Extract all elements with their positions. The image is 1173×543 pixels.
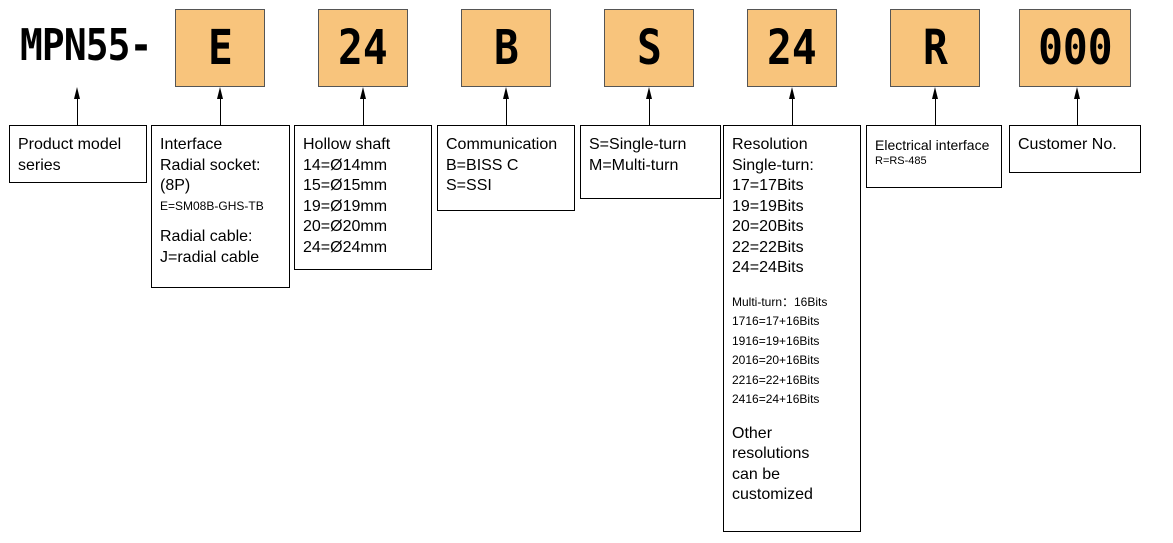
resolution-single-option: 22=22Bits bbox=[732, 238, 804, 256]
interface-radial-socket: Radial socket: bbox=[160, 156, 261, 174]
electrical-title: Electrical interface bbox=[875, 137, 990, 153]
hollow-shaft-option: 15=Ø15mm bbox=[303, 177, 388, 194]
box-electrical-interface: Electrical interface R=RS-485 bbox=[866, 125, 1002, 188]
code-resolution: 24 bbox=[747, 9, 837, 87]
code-hollow-shaft: 24 bbox=[318, 9, 408, 87]
arrow-product bbox=[72, 87, 82, 125]
resolution-single-option: 20=20Bits bbox=[732, 218, 804, 235]
code-communication: B bbox=[461, 9, 551, 87]
resolution-single-option: 24=24Bits bbox=[732, 259, 804, 276]
resolution-other-line: resolutions bbox=[732, 445, 810, 462]
resolution-multi-turn-label: Multi-turn：16Bits bbox=[732, 294, 828, 309]
resolution-other-line: customized bbox=[732, 486, 813, 503]
resolution-other-line: can be bbox=[732, 465, 781, 483]
code-electrical: R bbox=[890, 9, 980, 87]
product-line-1: Product model bbox=[18, 136, 122, 153]
resolution-multi-option: 1716=17+16Bits bbox=[732, 314, 820, 328]
hollow-shaft-title: Hollow shaft bbox=[303, 136, 391, 153]
arrow-interface bbox=[215, 87, 225, 125]
hollow-shaft-option: 14=Ø14mm bbox=[303, 156, 388, 174]
turn-option: M=Multi-turn bbox=[589, 156, 679, 174]
box-hollow-shaft: Hollow shaft 14=Ø14mm 15=Ø15mm 19=Ø19mm … bbox=[294, 125, 432, 270]
arrow-customer bbox=[1072, 87, 1082, 125]
interface-socket-code: E=SM08B-GHS-TB bbox=[160, 198, 264, 213]
communication-title: Communication bbox=[446, 136, 558, 153]
resolution-multi-option: 2416=24+16Bits bbox=[732, 392, 820, 406]
box-communication: Communication B=BISS C S=SSI bbox=[437, 125, 575, 211]
arrow-hollow-shaft bbox=[358, 87, 368, 125]
box-turn: S=Single-turn M=Multi-turn bbox=[580, 125, 721, 199]
resolution-title: Resolution bbox=[732, 136, 808, 153]
turn-option: S=Single-turn bbox=[589, 136, 687, 153]
hollow-shaft-option: 24=Ø24mm bbox=[303, 238, 388, 256]
code-customer: 000 bbox=[1019, 9, 1131, 87]
box-resolution: Resolution Single-turn: 17=17Bits 19=19B… bbox=[723, 125, 861, 532]
interface-cable-code: J=radial cable bbox=[160, 248, 260, 266]
interface-title: Interface bbox=[160, 136, 223, 153]
product-line-2: series bbox=[18, 156, 61, 174]
communication-option: S=SSI bbox=[446, 177, 492, 194]
arrow-turn bbox=[644, 87, 654, 125]
resolution-other-line: Other bbox=[732, 424, 773, 442]
arrow-communication bbox=[501, 87, 511, 125]
code-interface: E bbox=[175, 9, 265, 87]
resolution-multi-option: 1916=19+16Bits bbox=[732, 333, 820, 348]
electrical-code: R=RS-485 bbox=[875, 155, 927, 167]
hollow-shaft-option: 20=Ø20mm bbox=[303, 218, 388, 235]
arrow-electrical bbox=[930, 87, 940, 125]
hollow-shaft-option: 19=Ø19mm bbox=[303, 197, 388, 215]
interface-pins: (8P) bbox=[160, 177, 191, 194]
resolution-single-option: 19=19Bits bbox=[732, 197, 804, 215]
arrow-resolution bbox=[787, 87, 797, 125]
resolution-single-option: 17=17Bits bbox=[732, 177, 804, 194]
code-turn: S bbox=[604, 9, 694, 87]
box-customer-no: Customer No. bbox=[1009, 125, 1141, 173]
box-interface: Interface Radial socket: (8P) E=SM08B-GH… bbox=[151, 125, 290, 288]
customer-no-label: Customer No. bbox=[1018, 136, 1117, 153]
box-product-series: Product model series bbox=[9, 125, 147, 183]
interface-radial-cable: Radial cable: bbox=[160, 228, 253, 245]
model-prefix: MPN55- bbox=[20, 20, 152, 71]
resolution-multi-option: 2216=22+16Bits bbox=[732, 372, 820, 387]
resolution-multi-option: 2016=20+16Bits bbox=[732, 353, 820, 367]
resolution-single-turn-label: Single-turn: bbox=[732, 156, 814, 174]
communication-option: B=BISS C bbox=[446, 156, 519, 174]
